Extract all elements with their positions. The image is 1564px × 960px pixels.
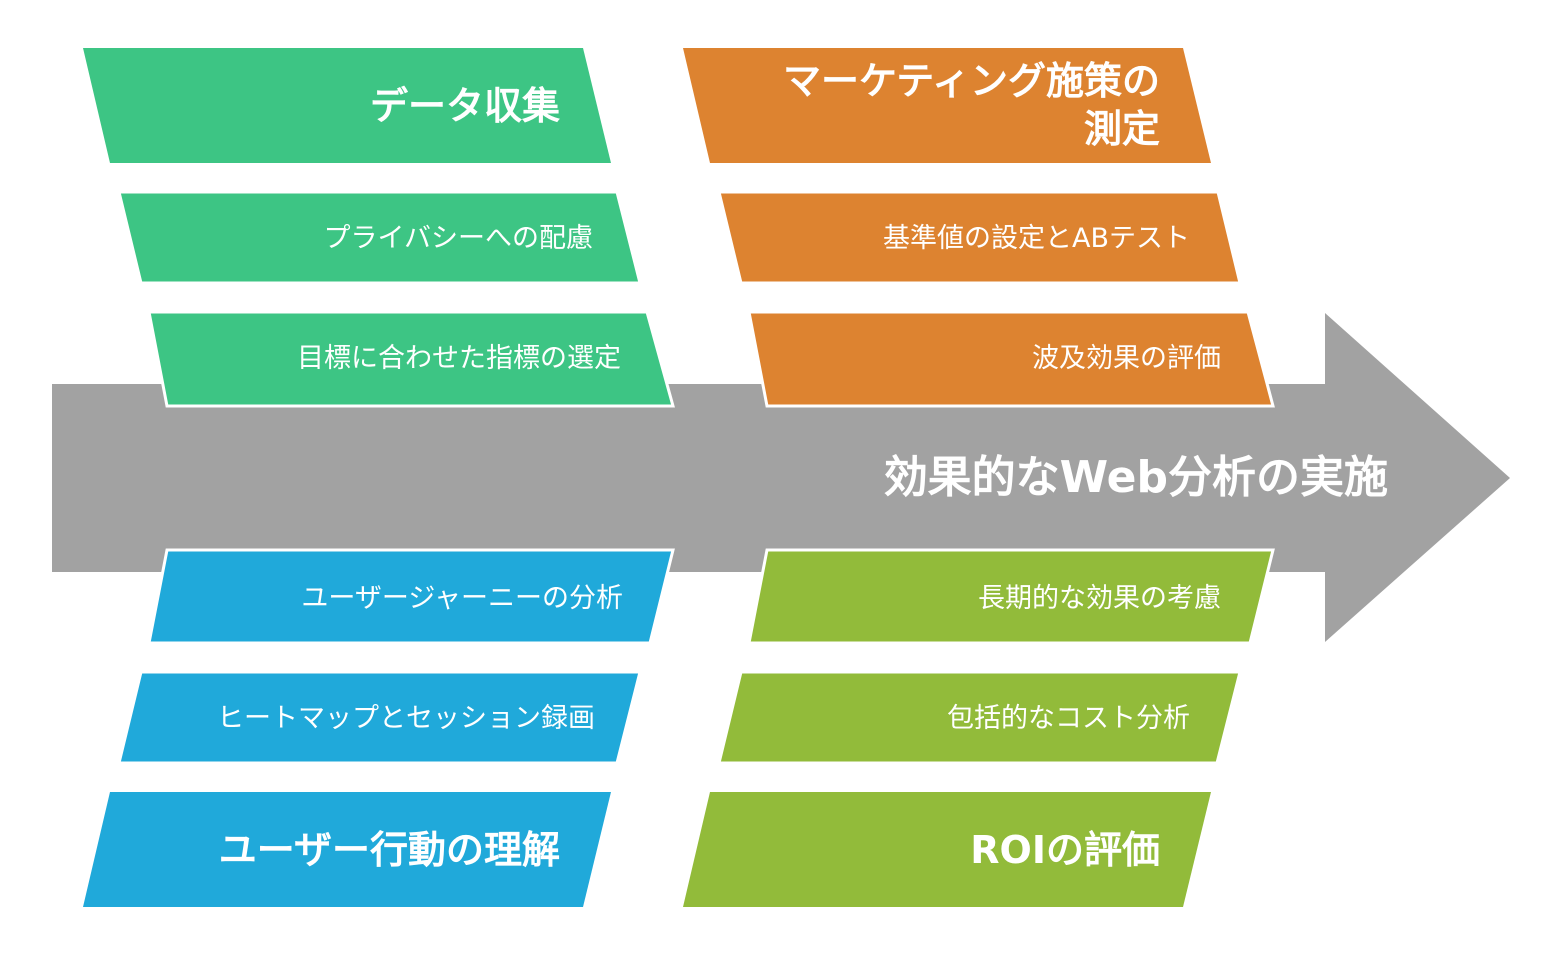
cause-label: ユーザージャーニーの分析 [301, 583, 623, 614]
cause-label: 包括的なコスト分析 [947, 703, 1190, 734]
cause-box [747, 310, 1275, 408]
category-label: マーケティング施策の [783, 59, 1160, 103]
cause-box [747, 548, 1275, 645]
main-title: 効果的なWeb分析の実施 [884, 452, 1388, 503]
category-data-collection [83, 48, 611, 163]
cause-box [147, 310, 675, 408]
cause-box [117, 670, 642, 765]
cause-label: 基準値の設定とABテスト [883, 223, 1190, 254]
cause-label: 目標に合わせた指標の選定 [297, 343, 621, 374]
cause-box [717, 190, 1242, 285]
category-label: ROIの評価 [970, 828, 1160, 872]
cause-box [117, 190, 642, 285]
category-user-behavior [83, 792, 611, 907]
cause-label: 長期的な効果の考慮 [978, 583, 1221, 614]
cause-label: ヒートマップとセッション録画 [217, 703, 595, 734]
cause-label: 波及効果の評価 [1032, 343, 1221, 374]
category-label: データ収集 [370, 84, 560, 128]
category-marketing-measurement [683, 48, 1211, 163]
cause-box [147, 548, 675, 645]
category-label: ユーザー行動の理解 [219, 828, 560, 872]
cause-box [717, 670, 1242, 765]
category-label: 測定 [1084, 107, 1160, 151]
cause-label: プライバシーへの配慮 [324, 223, 593, 254]
category-roi [683, 792, 1211, 907]
